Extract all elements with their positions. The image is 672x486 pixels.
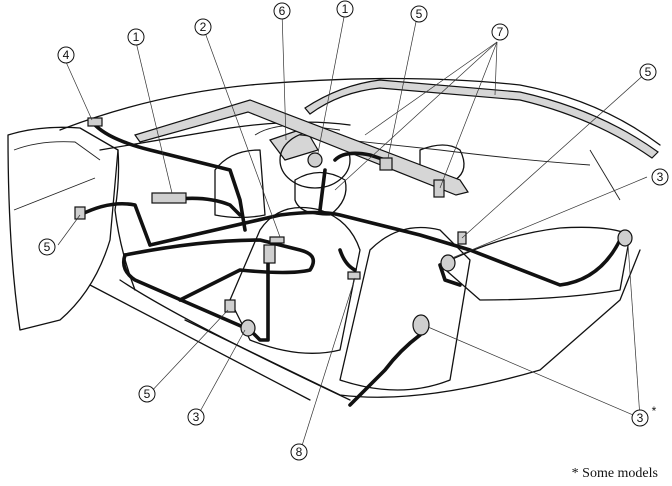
callout-6: 6 — [273, 2, 291, 20]
console-sensor — [347, 271, 361, 280]
callout-1-left: 1 — [127, 28, 145, 46]
callout-4-label: 4 — [63, 48, 70, 62]
footnote: * Some models — [571, 466, 658, 481]
car-body-outline — [7, 77, 661, 401]
leader-lines — [57, 11, 648, 453]
components — [74, 117, 633, 337]
asterisk-marker: * — [652, 404, 657, 418]
pretensioner-rear-center — [440, 254, 456, 272]
callout-1-left-label: 1 — [133, 30, 140, 44]
callout-5-door: 5 — [38, 238, 56, 256]
callout-2: 2 — [194, 18, 212, 36]
side-sensor-lower — [224, 299, 236, 313]
door-sensor-left — [74, 206, 86, 220]
callout-3-bottom-label: 3 — [193, 410, 200, 424]
callout-7: 7 — [491, 23, 509, 41]
callout-3-right-label: 3 — [657, 170, 664, 184]
callout-8: 8 — [290, 443, 308, 461]
pretensioner-rear-left — [412, 314, 430, 336]
curtain-airbag-right — [304, 79, 659, 159]
callout-1-center: 1 — [336, 0, 354, 18]
callout-4: 4 — [57, 46, 75, 64]
callout-6-label: 6 — [279, 4, 286, 18]
callout-5-bottom: 5 — [138, 385, 156, 403]
pretensioner-front-left — [240, 319, 256, 337]
callout-5-bottom-label: 5 — [144, 387, 151, 401]
callout-5-top-label: 5 — [416, 7, 423, 21]
callout-5-door-label: 5 — [44, 240, 51, 254]
callout-3-some-models-label: 3 — [637, 411, 644, 425]
callout-3-bottom: 3 — [187, 408, 205, 426]
callout-3-right: 3 — [651, 168, 669, 186]
b-pillar-sensor-right — [379, 157, 393, 171]
callout-5-top: 5 — [410, 5, 428, 23]
callout-3-some-models: 3* — [631, 404, 657, 427]
pretensioner-right — [433, 179, 445, 198]
pretensioner-rear-right — [617, 229, 633, 247]
sdm-unit — [151, 192, 187, 204]
seat-belt-retractor — [263, 244, 276, 264]
callout-5-right: 5 — [639, 63, 657, 81]
wiring-harness — [78, 123, 622, 407]
callout-1-center-label: 1 — [342, 2, 349, 16]
callout-7-label: 7 — [497, 25, 504, 39]
callout-2-label: 2 — [200, 20, 207, 34]
center-connector — [269, 236, 285, 244]
callout-8-label: 8 — [296, 445, 303, 459]
callout-5-right-label: 5 — [645, 65, 652, 79]
front-sensor-left — [87, 117, 103, 127]
